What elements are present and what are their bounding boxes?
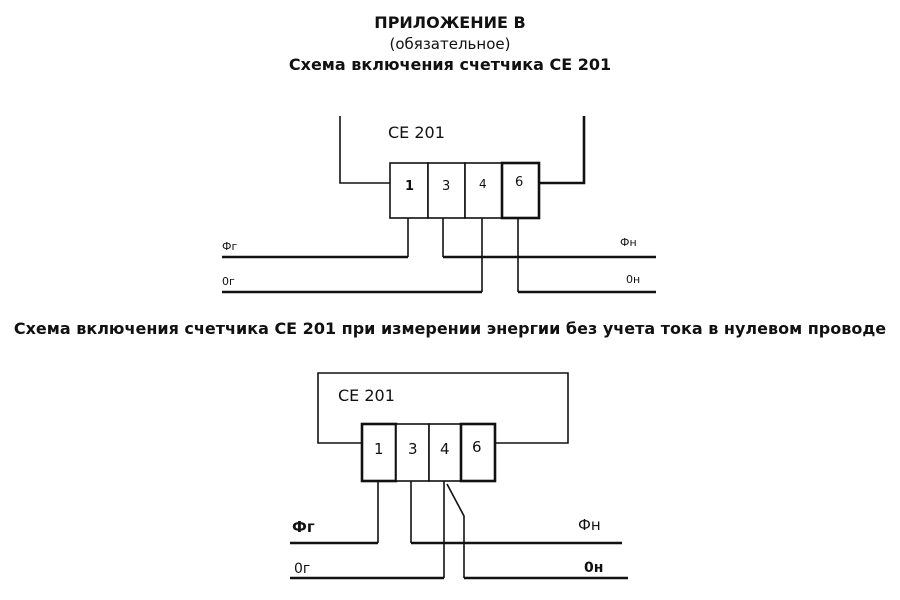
diagram1-neutral-load-label: 0н bbox=[626, 273, 640, 286]
diagram2-terminal-6-label: 6 bbox=[472, 438, 482, 456]
diagram2-wire-terminal-4-jumper bbox=[446, 483, 465, 578]
diagram2-terminal-4-label: 4 bbox=[440, 440, 450, 458]
diagram2-neutral-gen-label: 0г bbox=[294, 561, 310, 577]
diagram1-terminal-3-label: 3 bbox=[442, 179, 450, 194]
diagram2-loop-wire bbox=[317, 372, 569, 444]
diagram1-phase-load-label: Фн bbox=[620, 236, 637, 249]
appendix-subtitle: (обязательное) bbox=[389, 35, 511, 53]
diagram1-neutral-gen-label: 0г bbox=[222, 275, 235, 288]
diagram2: CE 201 1 3 4 6 Фг 0г Фн 0н bbox=[290, 372, 628, 580]
diagram1: CE 201 1 3 4 6 Фг 0г Фн 0н bbox=[222, 116, 656, 294]
diagram1-terminal-6-label: 6 bbox=[515, 175, 523, 190]
diagram2-phase-gen-label: Фг bbox=[292, 518, 315, 536]
diagram1-terminal-3-box bbox=[427, 162, 466, 219]
diagram1-right-lead bbox=[538, 116, 586, 185]
diagram1-caption: Схема включения счетчика СЕ 201 bbox=[288, 55, 612, 74]
diagram2-terminal-6-box bbox=[459, 422, 497, 483]
diagram1-terminal-4-label: 4 bbox=[479, 177, 487, 191]
diagram2-terminal-3-label: 3 bbox=[408, 440, 418, 458]
diagram1-meter-label: CE 201 bbox=[388, 123, 445, 142]
diagram2-caption: Схема включения счетчика СЕ 201 при изме… bbox=[13, 319, 887, 338]
appendix-title: ПРИЛОЖЕНИЕ В bbox=[374, 13, 526, 32]
diagram1-phase-gen-label: Фг bbox=[222, 240, 237, 253]
diagram1-terminal-1-label: 1 bbox=[405, 179, 414, 194]
diagram1-left-lead bbox=[339, 116, 390, 184]
diagram1-terminal-6-box bbox=[500, 161, 541, 220]
diagram2-terminal-1-box bbox=[360, 422, 398, 483]
header: ПРИЛОЖЕНИЕ В (обязательное) Схема включе… bbox=[0, 12, 900, 76]
diagram2-neutral-load-label: 0н bbox=[584, 560, 603, 576]
diagram1-terminal-4-box bbox=[464, 162, 503, 219]
diagram2-phase-load-label: Фн bbox=[578, 516, 601, 534]
diagram2-meter-label: CE 201 bbox=[338, 386, 395, 405]
diagram2-terminal-1-label: 1 bbox=[374, 440, 384, 458]
